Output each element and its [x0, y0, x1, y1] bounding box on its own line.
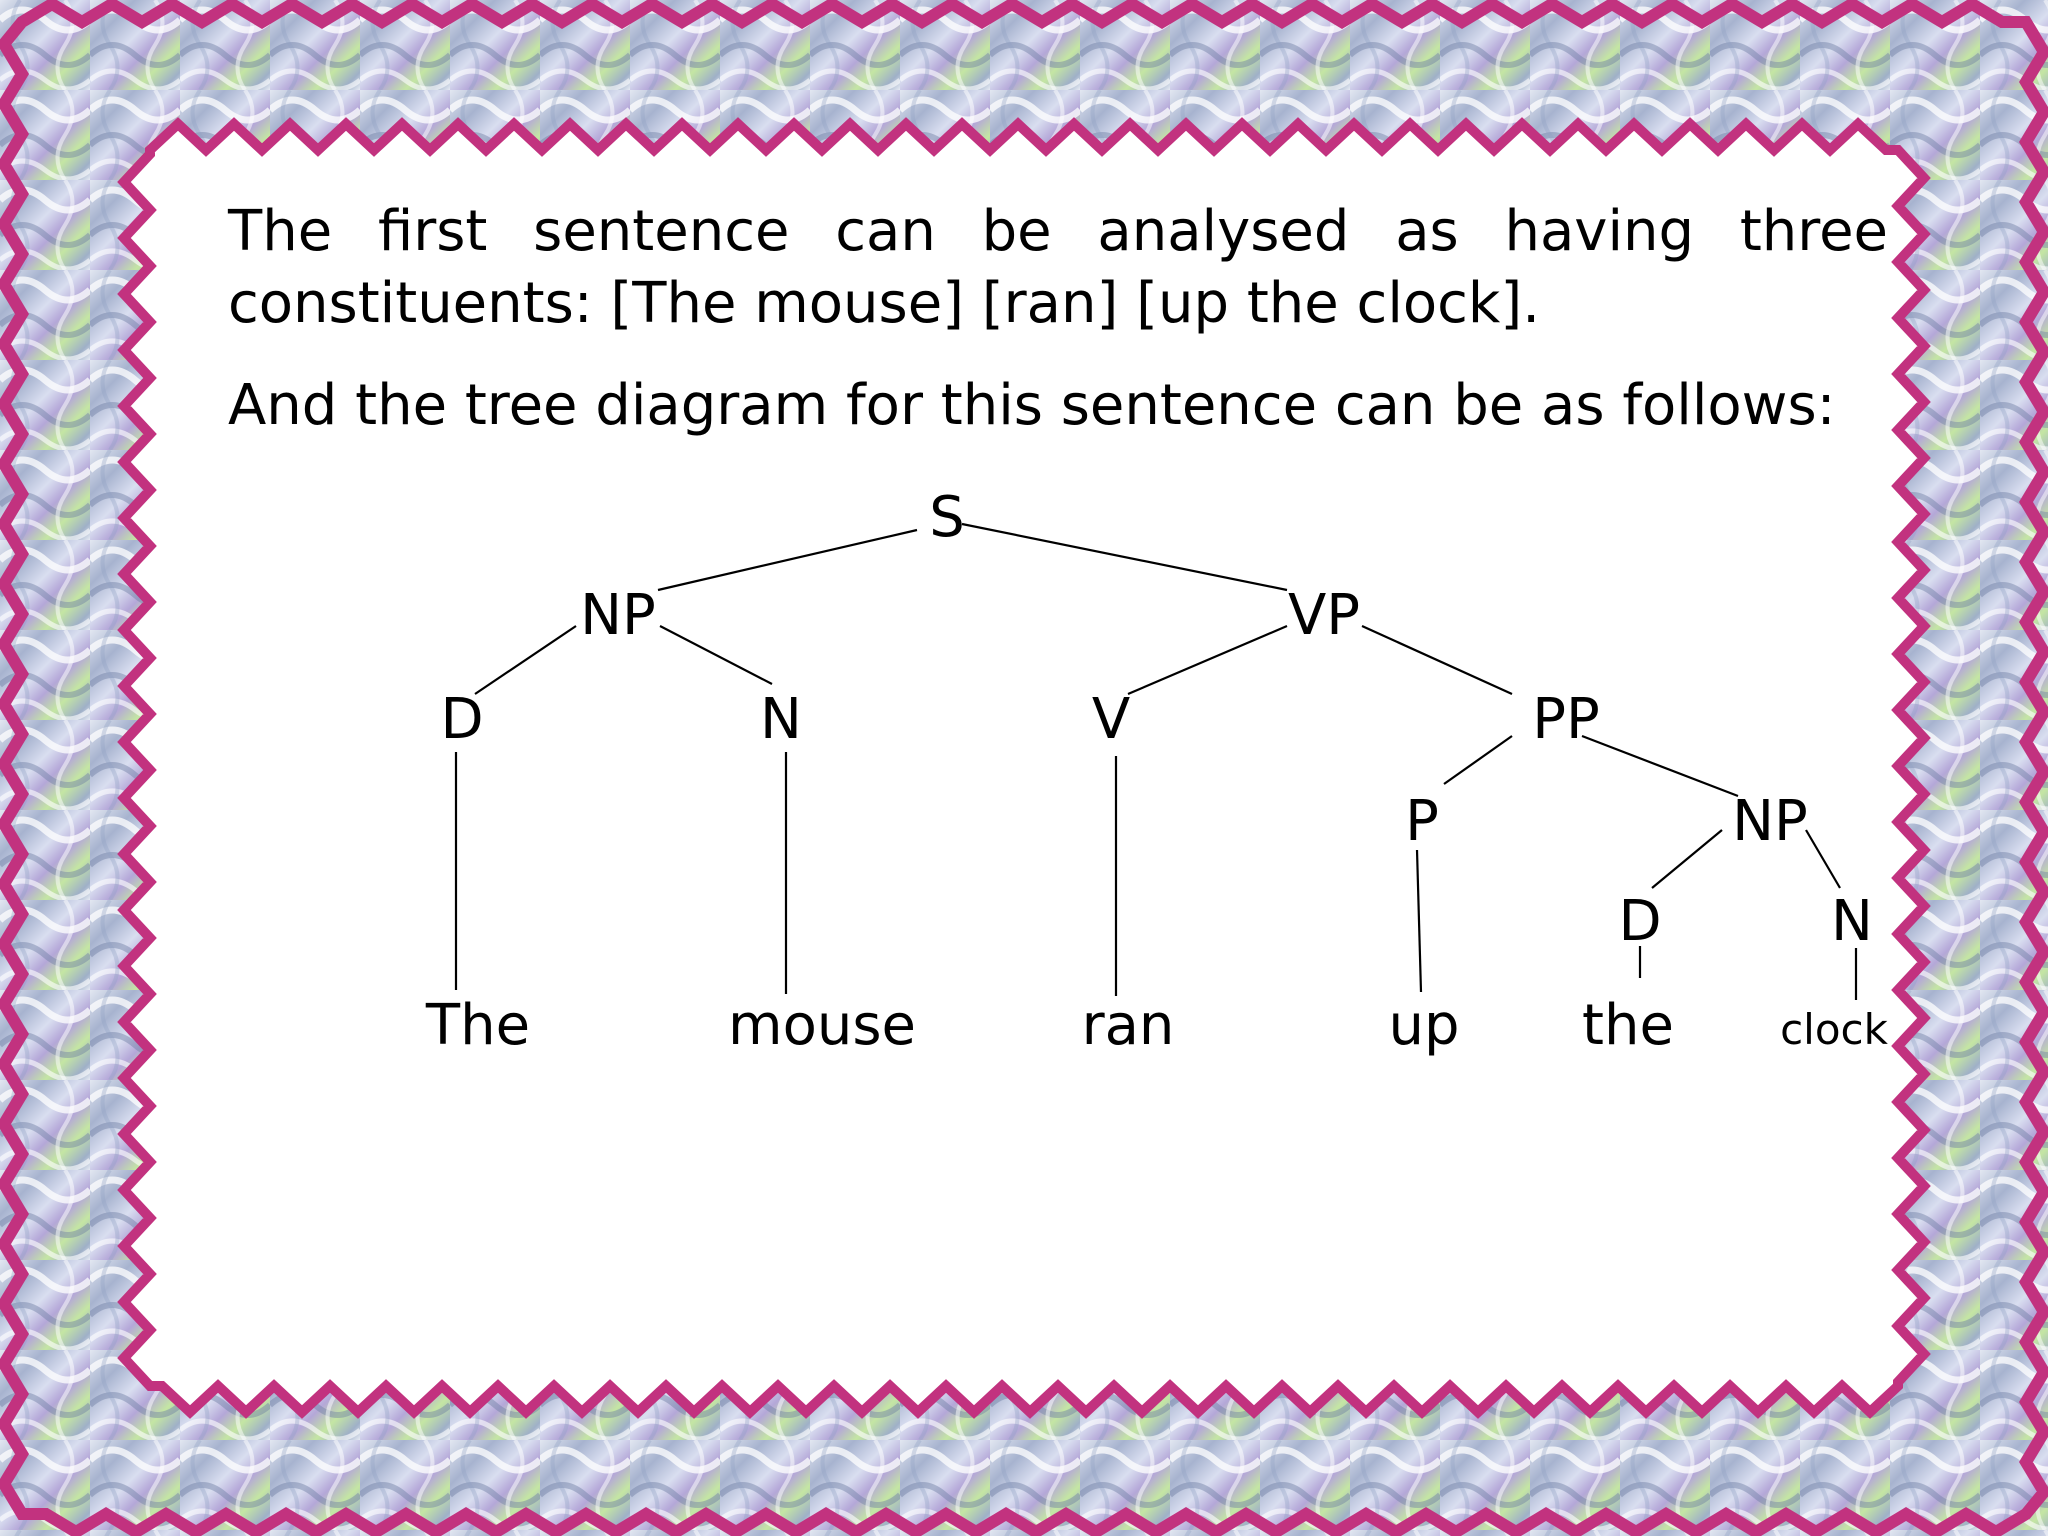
paragraph-tree-intro: And the tree diagram for this sentence c… [228, 373, 1836, 438]
node-np-subject: NP [580, 583, 656, 648]
node-np-object: NP [1732, 789, 1808, 854]
node-d-subject: D [440, 687, 483, 752]
node-p: P [1405, 789, 1439, 854]
word-the: The [425, 993, 530, 1058]
edge-pp-np [1581, 734, 1739, 798]
node-vp: VP [1288, 583, 1360, 648]
edge-p-up [1415, 849, 1423, 993]
edge-np-n [659, 625, 773, 685]
edge-s-np [657, 528, 918, 592]
node-d-object: D [1618, 889, 1661, 954]
node-s: S [929, 485, 965, 550]
word-the-2: the [1582, 993, 1674, 1058]
node-n-subject: N [760, 687, 802, 752]
edge-pp-p [1443, 735, 1513, 785]
edge-vp-pp [1361, 624, 1513, 696]
word-up: up [1388, 993, 1459, 1058]
edge-s-vp [961, 522, 1288, 592]
node-n-object: N [1831, 889, 1873, 954]
edge-vp-v [1127, 624, 1288, 696]
word-ran: ran [1082, 993, 1175, 1058]
word-mouse: mouse [728, 993, 916, 1058]
paragraph-constituents: The first sentence can be analysed as ha… [228, 199, 1888, 336]
edge-np2-d [1651, 829, 1723, 889]
word-clock: clock [1780, 1005, 1889, 1054]
edge-np2-n [1805, 829, 1841, 889]
slide-text: The first sentence can be analysed as ha… [228, 196, 1888, 442]
edge-np-d [474, 625, 577, 695]
node-pp: PP [1532, 687, 1600, 752]
node-v: V [1092, 687, 1130, 752]
